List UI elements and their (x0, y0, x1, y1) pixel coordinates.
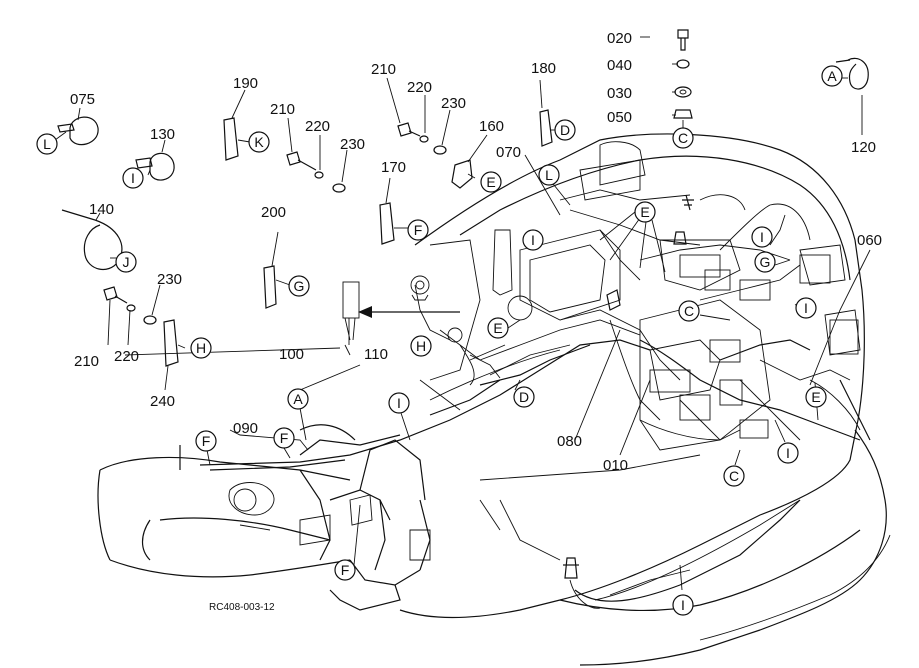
part-label-110: 110 (364, 346, 388, 363)
ref-callout-I3: I (751, 226, 773, 248)
ref-letter-A1: A (827, 68, 837, 84)
ref-callout-D2: D (513, 386, 535, 408)
boom-frame-outline (97, 424, 431, 611)
ref-callout-E4: E (805, 386, 827, 408)
ref-callout-A2: A (287, 388, 309, 410)
ref-callout-C2: C (678, 300, 700, 322)
ref-callout-E3: E (487, 317, 509, 339)
ref-callout-H1: H (190, 337, 212, 359)
loose-parts (57, 29, 869, 367)
ref-letter-C3: C (729, 468, 739, 484)
ref-letter-K1: K (254, 134, 264, 150)
ref-callout-I6: I (777, 442, 799, 464)
part-label-210c: 210 (74, 353, 99, 370)
ref-callout-K1: K (248, 131, 270, 153)
part-label-170: 170 (381, 159, 406, 176)
ref-callout-I5: I (388, 392, 410, 414)
ref-letter-E4: E (811, 389, 820, 405)
part-label-210a: 210 (270, 101, 295, 118)
ref-letter-F2: F (202, 433, 211, 449)
ref-callout-F3: F (273, 427, 295, 449)
ref-callout-I4: I (795, 297, 817, 319)
ref-letter-E3: E (493, 320, 502, 336)
ref-letter-A2: A (293, 391, 303, 407)
ref-callout-L1: L (36, 133, 58, 155)
ref-callout-A1: A (821, 65, 843, 87)
part-label-140: 140 (89, 201, 114, 218)
ref-letter-F1: F (414, 222, 423, 238)
part-label-090: 090 (233, 420, 258, 437)
ref-callout-C3: C (723, 465, 745, 487)
ref-callout-I1: I (122, 167, 144, 189)
part-label-160: 160 (479, 118, 504, 135)
part-label-230b: 230 (441, 95, 466, 112)
part-label-070: 070 (496, 144, 521, 161)
part-label-050: 050 (607, 109, 632, 126)
part-label-020: 020 (607, 30, 632, 47)
part-label-010: 010 (603, 457, 628, 474)
part-label-120: 120 (851, 139, 876, 156)
part-label-060: 060 (857, 232, 882, 249)
ref-callout-D1: D (554, 119, 576, 141)
ref-callout-G2: G (754, 251, 776, 273)
part-label-230a: 230 (340, 136, 365, 153)
ref-letter-I5: I (397, 395, 401, 411)
ref-letter-J1: J (123, 254, 130, 270)
ref-callout-J1: J (115, 251, 137, 273)
ref-letter-I4: I (804, 300, 808, 316)
drawing-code: RC408-003-12 (209, 602, 275, 613)
leader-lines (54, 36, 871, 591)
ref-letter-G1: G (294, 278, 305, 294)
ref-callout-G1: G (288, 275, 310, 297)
ref-callout-E2: E (634, 201, 656, 223)
ref-letter-H1: H (196, 340, 206, 356)
ref-letter-D2: D (519, 389, 529, 405)
ref-letter-F3: F (280, 430, 289, 446)
ref-letter-E1: E (486, 174, 495, 190)
ref-letter-L2: L (545, 167, 553, 183)
ref-letter-L1: L (43, 136, 51, 152)
ref-callout-F4: F (334, 559, 356, 581)
part-label-190: 190 (233, 75, 258, 92)
ref-callout-H2: H (410, 335, 432, 357)
ref-callout-C1: C (672, 127, 694, 149)
ref-letter-I2: I (531, 232, 535, 248)
part-label-220c: 220 (114, 348, 139, 365)
components (233, 194, 859, 579)
part-label-075: 075 (70, 91, 95, 108)
part-label-230c: 230 (157, 271, 182, 288)
part-label-080: 080 (557, 433, 582, 450)
ref-callout-I7: I (672, 594, 694, 616)
ref-letter-C2: C (684, 303, 694, 319)
ref-letter-I7: I (681, 597, 685, 613)
part-label-040: 040 (607, 57, 632, 74)
ref-callout-E1: E (480, 171, 502, 193)
part-label-220a: 220 (305, 118, 330, 135)
ref-letter-D1: D (560, 122, 570, 138)
ref-letter-I1: I (131, 170, 135, 186)
part-label-210b: 210 (371, 61, 396, 78)
part-label-030: 030 (607, 85, 632, 102)
part-label-180: 180 (531, 60, 556, 77)
part-label-240: 240 (150, 393, 175, 410)
wire-harness (199, 189, 871, 609)
part-label-130: 130 (150, 126, 175, 143)
ref-letter-H2: H (416, 338, 426, 354)
ref-letter-C1: C (678, 130, 688, 146)
ref-letter-I3: I (760, 229, 764, 245)
part-label-200: 200 (261, 204, 286, 221)
ref-callout-L2: L (538, 164, 560, 186)
ref-callout-I2: I (522, 229, 544, 251)
part-label-100: 100 (279, 346, 304, 363)
part-number-labels: 020 040 030 050 075 130 140 190 210 220 … (70, 30, 882, 474)
ref-letter-I6: I (786, 445, 790, 461)
part-label-220b: 220 (407, 79, 432, 96)
ref-callout-F2: F (195, 430, 217, 452)
reference-callouts: A A C C C D D E E E E F F F F G G H H I … (36, 65, 843, 616)
ref-letter-G2: G (760, 254, 771, 270)
ref-letter-E2: E (640, 204, 649, 220)
ref-callout-F1: F (407, 219, 429, 241)
ref-letter-F4: F (341, 562, 350, 578)
